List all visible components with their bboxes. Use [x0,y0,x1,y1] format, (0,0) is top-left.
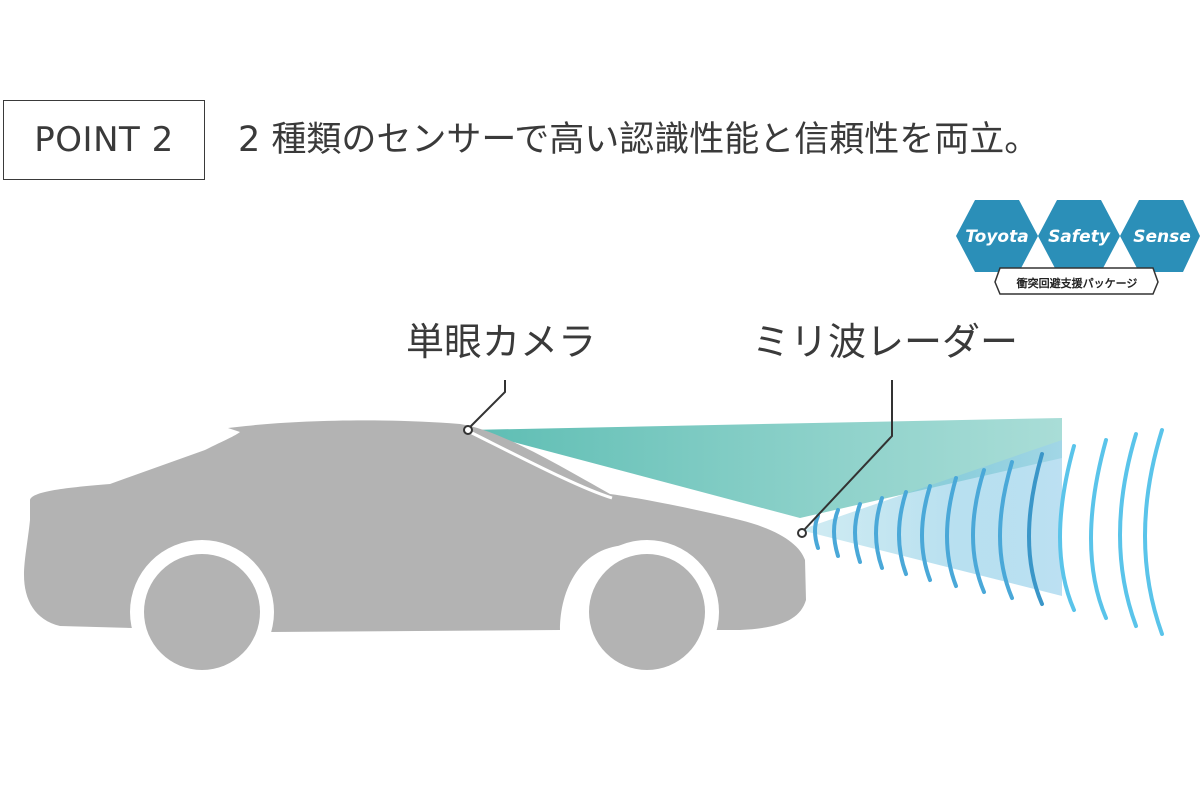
logo-word-safety: Safety [1048,227,1111,247]
point-label: POINT 2 [34,120,174,160]
rear-wheel [144,554,260,670]
radar-leader-line [803,380,893,531]
toyota-safety-sense-logo: Toyota Safety Sense 衝突回避支援パッケージ [956,200,1200,295]
radar-waves [813,428,1164,636]
camera-point [463,425,473,435]
logo-subtitle: 衝突回避支援パッケージ [1016,276,1138,290]
radar-beam [800,440,1062,596]
camera-label: 単眼カメラ [406,320,597,364]
camera-beam [468,418,1062,518]
logo-word-toyota: Toyota [965,227,1028,247]
radar-point [797,528,807,538]
logo-word-sense: Sense [1133,227,1191,247]
camera-leader-line [468,380,506,429]
headline: 2 種類のセンサーで高い認識性能と信頼性を両立。 [238,120,1040,160]
point-badge: POINT 2 [3,100,205,180]
radar-label: ミリ波レーダー [752,320,1019,364]
car-silhouette [24,420,806,632]
front-wheel [589,554,705,670]
